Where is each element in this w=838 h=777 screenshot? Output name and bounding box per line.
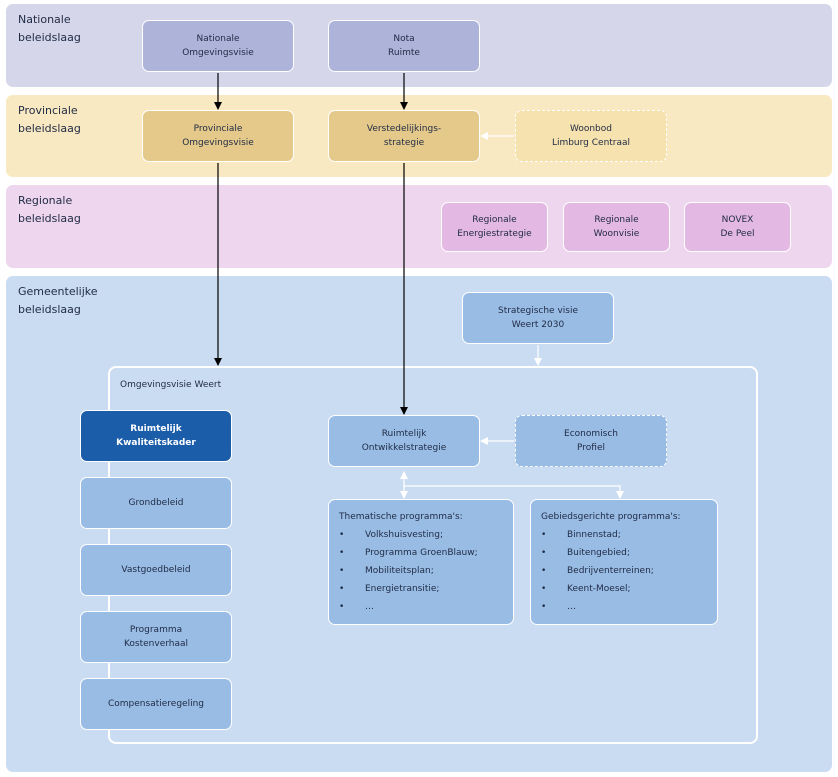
list-item: Mobiliteitsplan;	[339, 562, 503, 580]
list-item: Energietransitie;	[339, 580, 503, 598]
strategische-visie-box: Strategische visie Weert 2030	[462, 292, 614, 344]
vastgoedbeleid-box: Vastgoedbeleid	[80, 544, 232, 596]
list-item: Keent-Moesel;	[541, 580, 707, 598]
grondbeleid-box: Grondbeleid	[80, 477, 232, 529]
list-item: Binnenstad;	[541, 526, 707, 544]
regional-layer-label: Regionale beleidslaag	[18, 194, 81, 225]
area-programs-box: Gebiedsgerichte programma's: Binnenstad;…	[530, 499, 718, 625]
nota-ruimte-box: Nota Ruimte	[328, 20, 480, 72]
economisch-profiel-box: Economisch Profiel	[515, 415, 667, 467]
regionale-woonvisie-box: Regionale Woonvisie	[563, 202, 670, 252]
ruimtelijk-ontwikkelstrategie-box: Ruimtelijk Ontwikkelstrategie	[328, 415, 480, 467]
thematic-programs-title: Thematische programma's:	[339, 512, 463, 522]
list-item: Bedrijventerreinen;	[541, 562, 707, 580]
list-item: …	[541, 598, 707, 616]
provincial-layer-label: Provinciale beleidslaag	[18, 104, 81, 135]
ruimtelijk-kwaliteitskader-box: Ruimtelijk Kwaliteitskader	[80, 410, 232, 462]
omgevingsvisie-weert-title: Omgevingsvisie Weert	[120, 380, 222, 390]
novex-box: NOVEX De Peel	[684, 202, 791, 252]
verstedelijkingsstrategie-box: Verstedelijkings- strategie	[328, 110, 480, 162]
national-layer-label: Nationale beleidslaag	[18, 13, 81, 44]
list-item: Buitengebied;	[541, 544, 707, 562]
list-item: Programma GroenBlauw;	[339, 544, 503, 562]
regionale-energiestrategie-box: Regionale Energiestrategie	[441, 202, 548, 252]
thematic-programs-box: Thematische programma's: Volkshuisvestin…	[328, 499, 514, 625]
municipal-layer-label: Gemeentelijke beleidslaag	[18, 285, 98, 316]
woonbod-box: Woonbod Limburg Centraal	[515, 110, 667, 162]
programma-kostenverhaal-box: Programma Kostenverhaal	[80, 611, 232, 663]
list-item: …	[339, 598, 503, 616]
provincial-omgevingsvisie-box: Provinciale Omgevingsvisie	[142, 110, 294, 162]
national-omgevingsvisie-box: Nationale Omgevingsvisie	[142, 20, 294, 72]
area-programs-title: Gebiedsgerichte programma's:	[541, 512, 681, 522]
list-item: Volkshuisvesting;	[339, 526, 503, 544]
compensatieregeling-box: Compensatieregeling	[80, 678, 232, 730]
